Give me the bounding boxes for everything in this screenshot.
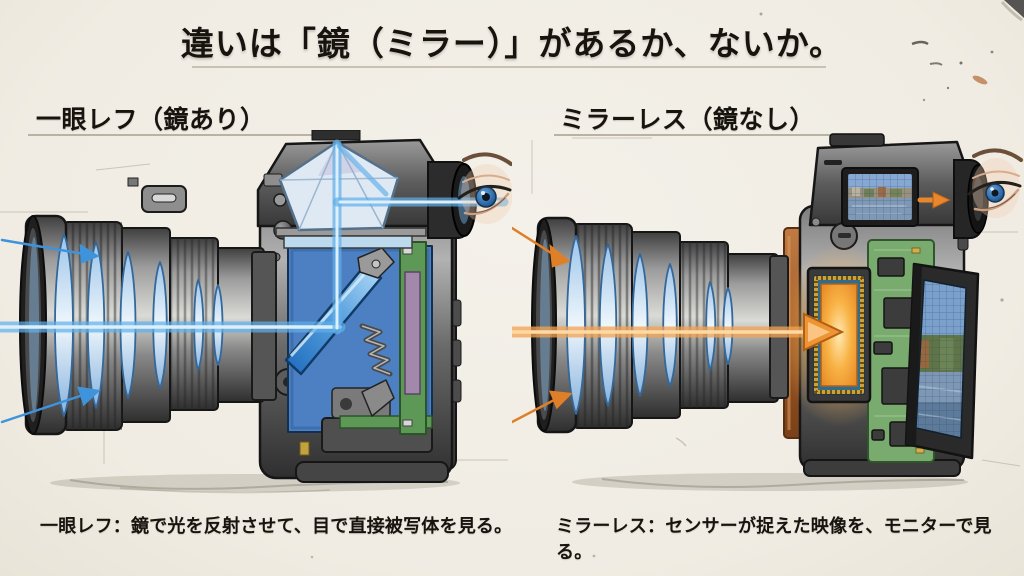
dslr-heading: 一眼レフ（鏡あり）	[36, 105, 266, 134]
dslr-eye	[457, 152, 512, 224]
dslr-sensor-board	[399, 241, 427, 435]
mirrorless-heading: ミラーレス（鏡なし）	[560, 105, 816, 134]
dslr-focusing-screen	[275, 227, 427, 249]
incoming-light-arrows	[0, 238, 101, 424]
mirrorless-caption: ミラーレス：センサーが捉えた映像を、モニターで見る。	[556, 516, 992, 563]
mirrorless-light-path	[512, 226, 845, 424]
ground-shadow	[572, 473, 968, 491]
mirrorless-camera-illustration	[512, 133, 1023, 491]
dslr-lens	[19, 177, 277, 436]
dslr-heading-underline	[28, 134, 322, 136]
mirrorless-lens-elements	[566, 235, 734, 415]
dslr-sensor	[404, 271, 421, 395]
mirrorless-evf-screen	[841, 167, 952, 227]
incoming-light-arrows	[512, 226, 573, 424]
dslr-light-path	[0, 139, 509, 424]
mirrorless-heading-underline	[554, 134, 848, 136]
dslr-caption: 一眼レフ：鏡で光を反射させて、目で直接被写体を見る。	[40, 516, 513, 537]
evf-light-arrow	[917, 191, 952, 209]
page-title: 違いは「鏡（ミラー）」があるか、ないか。	[180, 24, 844, 63]
mirrorless-eye	[967, 148, 1023, 218]
title-underline	[192, 66, 826, 68]
dslr-mirror-spring	[359, 323, 395, 417]
mirrorless-lens	[531, 216, 789, 434]
lens-switch	[127, 177, 139, 187]
dslr-mirror-box	[284, 241, 433, 453]
mirrorless-rear-monitor	[904, 262, 980, 460]
dslr-camera-illustration	[0, 130, 512, 494]
